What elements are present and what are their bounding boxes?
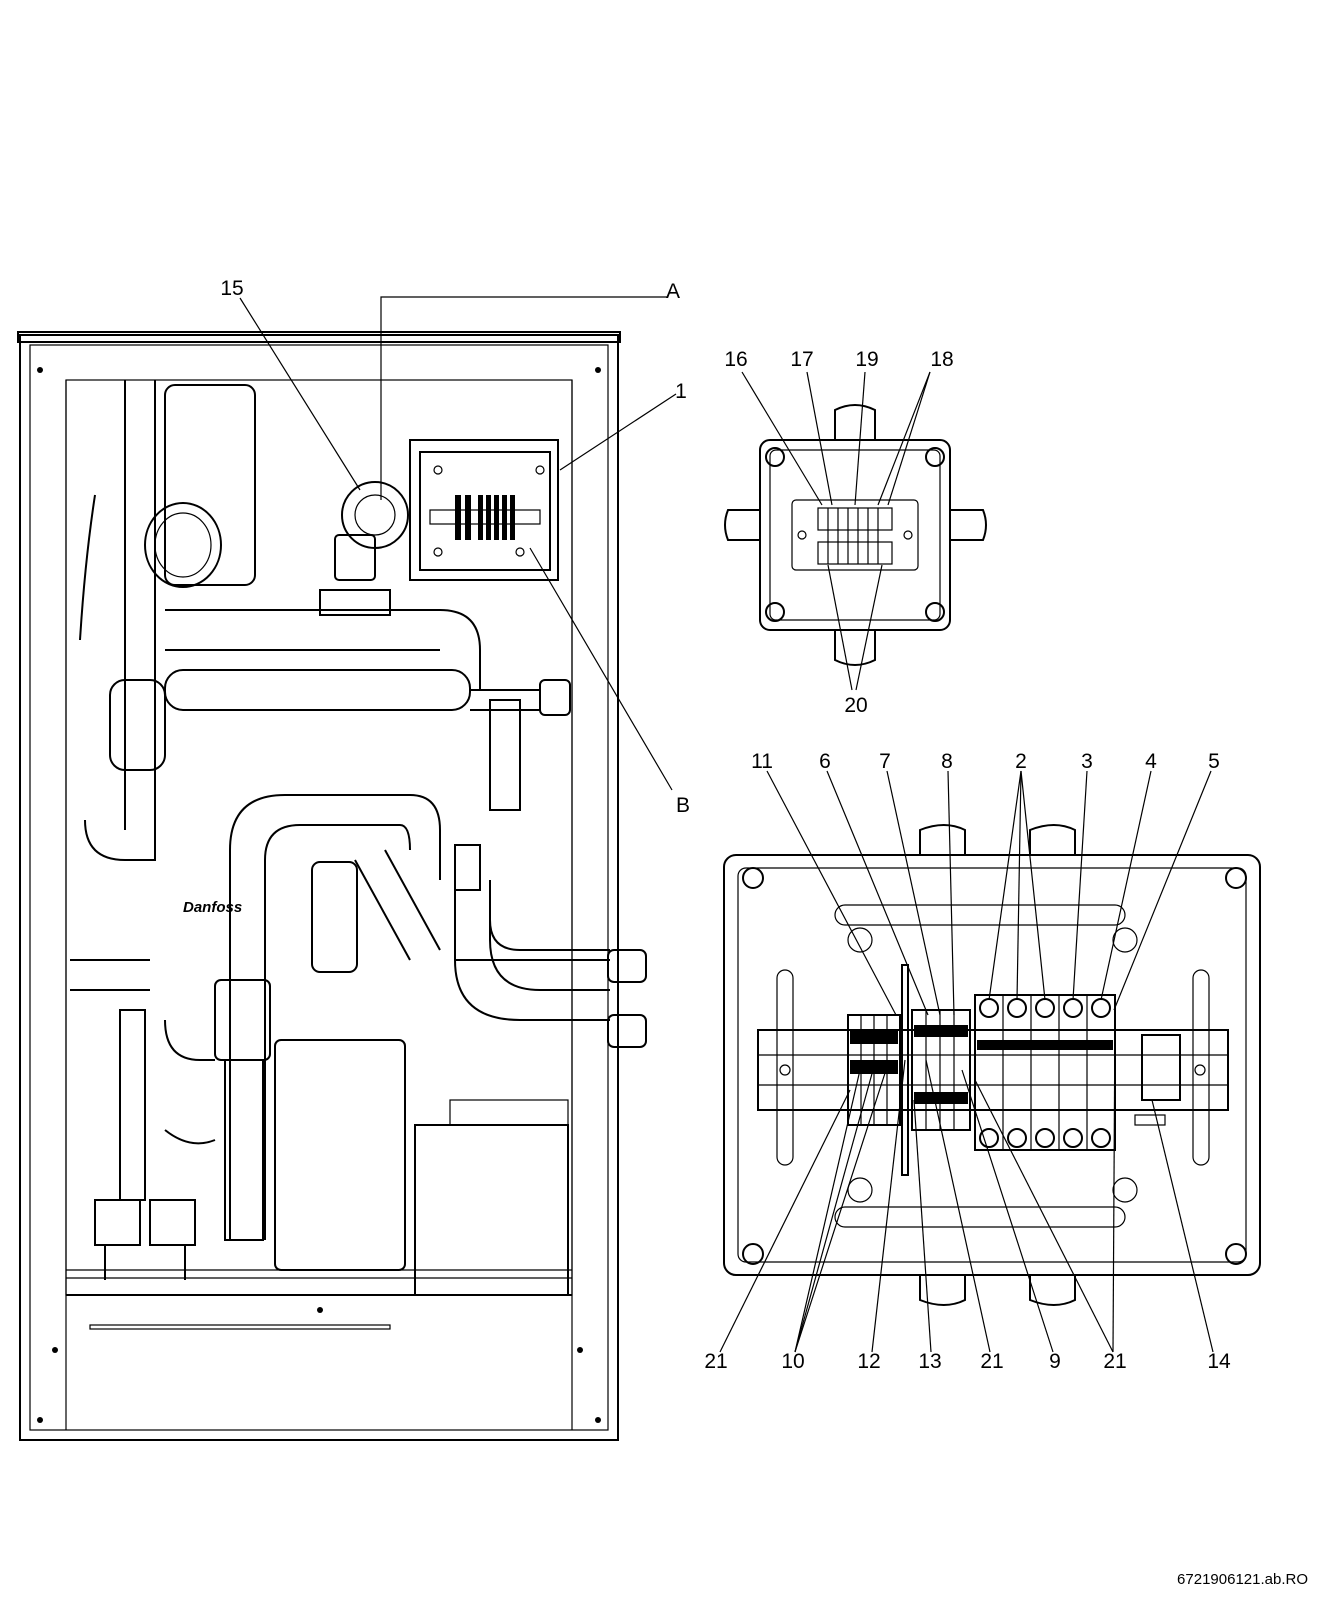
label-9: 9 — [1049, 1350, 1061, 1373]
label-12: 12 — [857, 1350, 880, 1373]
label-21-left: 21 — [704, 1350, 727, 1373]
label-20: 20 — [844, 694, 867, 717]
terminal-group-middle — [911, 1009, 971, 1131]
label-17: 17 — [790, 348, 813, 371]
label-21-right: 21 — [1103, 1350, 1126, 1373]
label-a: A — [666, 280, 680, 303]
label-10: 10 — [781, 1350, 804, 1373]
detail-b-large-box: 11 6 7 8 2 3 4 5 21 10 12 13 21 9 21 14 — [704, 750, 1261, 1373]
label-2: 2 — [1015, 750, 1027, 773]
label-8: 8 — [941, 750, 953, 773]
label-14: 14 — [1207, 1350, 1231, 1373]
label-6: 6 — [819, 750, 831, 773]
label-19: 19 — [855, 348, 878, 371]
label-5: 5 — [1208, 750, 1220, 773]
label-4: 4 — [1145, 750, 1157, 773]
figure-reference: 6721906121.ab.RO — [1177, 1571, 1308, 1588]
label-18: 18 — [930, 348, 953, 371]
label-11: 11 — [751, 750, 773, 773]
label-16: 16 — [724, 348, 747, 371]
detail-a-small-box: 16 17 19 18 20 — [724, 348, 987, 717]
label-21-middle: 21 — [980, 1350, 1003, 1373]
label-b: B — [676, 794, 690, 817]
label-3: 3 — [1081, 750, 1093, 773]
fuse-terminals — [974, 994, 1116, 1151]
detail-a-terminals — [817, 507, 893, 565]
label-15: 15 — [220, 277, 243, 300]
label-7: 7 — [879, 750, 891, 773]
heat-pump-unit: Danfoss 15 A 1 B — [17, 277, 690, 1441]
junction-box-terminals — [455, 495, 515, 540]
brand-mark: Danfoss — [183, 899, 242, 916]
label-1: 1 — [675, 380, 687, 403]
label-13: 13 — [918, 1350, 941, 1373]
terminal-group-left — [847, 1014, 901, 1126]
